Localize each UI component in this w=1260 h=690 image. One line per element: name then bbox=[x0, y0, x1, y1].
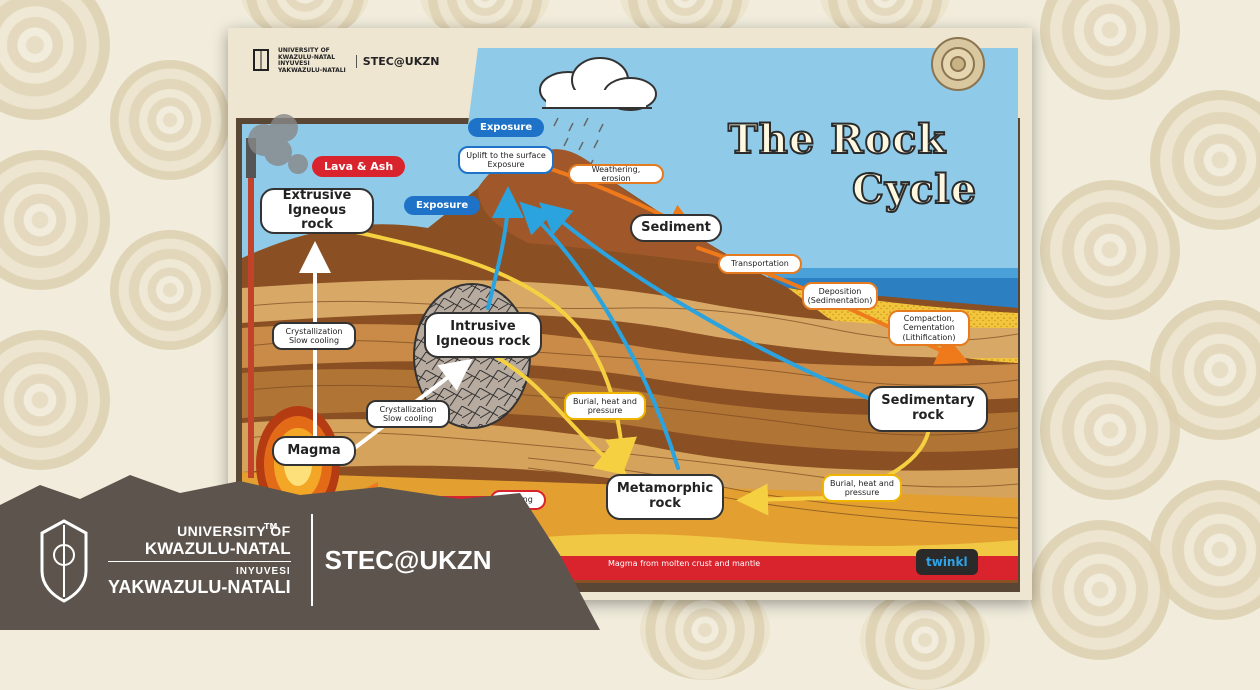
banner-divider bbox=[310, 514, 313, 606]
label-extrusive-igneous: Extrusive Igneous rock bbox=[260, 188, 374, 234]
ukzn-crest-icon bbox=[253, 49, 269, 72]
poster-zulu-line1: INYUVESI bbox=[278, 60, 310, 68]
university-name-block: UNIVERSITY OF KWAZULU-NATAL INYUVESI YAK… bbox=[108, 523, 291, 598]
label-intrusive-igneous: Intrusive Igneous rock bbox=[424, 312, 542, 358]
label-compaction: Compaction, Cementation (Lithification) bbox=[888, 310, 970, 346]
tag-lava-ash: Lava & Ash bbox=[312, 156, 406, 177]
zulu-line2: YAKWAZULU-NATALI bbox=[108, 576, 291, 597]
banner-content: UNIVERSITY OF KWAZULU-NATAL INYUVESI YAK… bbox=[34, 514, 492, 606]
label-sedimentary-rock: Sedimentary rock bbox=[868, 386, 988, 432]
label-crystallization-2: Crystallization Slow cooling bbox=[366, 400, 450, 428]
tag-exposure-left: Exposure bbox=[404, 196, 481, 215]
ukzn-banner bbox=[0, 475, 600, 630]
ammonite-fossil-icon bbox=[931, 37, 985, 91]
zulu-line1: INYUVESI bbox=[235, 565, 291, 577]
poster-title-line1: The Rock bbox=[727, 115, 947, 164]
label-uplift: Uplift to the surface Exposure bbox=[458, 146, 554, 174]
cloud-icon bbox=[539, 57, 657, 111]
label-burial-2: Burial, heat and pressure bbox=[822, 474, 902, 502]
label-sediment: Sediment bbox=[630, 214, 722, 242]
tag-exposure-top: Exposure bbox=[468, 118, 545, 137]
poster-logo: UNIVERSITY OF KWAZULU-NATAL INYUVESI YAK… bbox=[250, 47, 439, 74]
university-line2: KWAZULU-NATAL bbox=[108, 539, 291, 562]
poster-uni-line2: KWAZULU-NATAL bbox=[278, 53, 336, 61]
trademark-mark: TM bbox=[264, 522, 278, 531]
label-magma: Magma bbox=[272, 436, 356, 466]
poster-stec-label: STEC@UKZN bbox=[355, 54, 439, 68]
ukzn-crest-icon bbox=[40, 519, 88, 603]
label-transportation: Transportation bbox=[718, 254, 802, 274]
stec-label: STEC@UKZN bbox=[324, 544, 492, 575]
label-crystallization-1: Crystallization Slow cooling bbox=[272, 322, 356, 350]
label-weathering: Weathering, erosion bbox=[568, 164, 664, 184]
label-metamorphic-rock: Metamorphic rock bbox=[606, 474, 724, 520]
university-line1: UNIVERSITY OF bbox=[177, 522, 291, 539]
poster-title-line2: Cycle bbox=[851, 165, 978, 214]
twinkl-logo: twinkl bbox=[916, 549, 978, 575]
poster-zulu-line2: YAKWAZULU-NATALI bbox=[278, 66, 346, 74]
mantle-text: Magma from molten crust and mantle bbox=[608, 559, 761, 568]
label-burial-1: Burial, heat and pressure bbox=[564, 392, 646, 420]
label-deposition: Deposition (Sedimentation) bbox=[802, 282, 878, 310]
poster-uni-line1: UNIVERSITY OF bbox=[278, 47, 330, 54]
